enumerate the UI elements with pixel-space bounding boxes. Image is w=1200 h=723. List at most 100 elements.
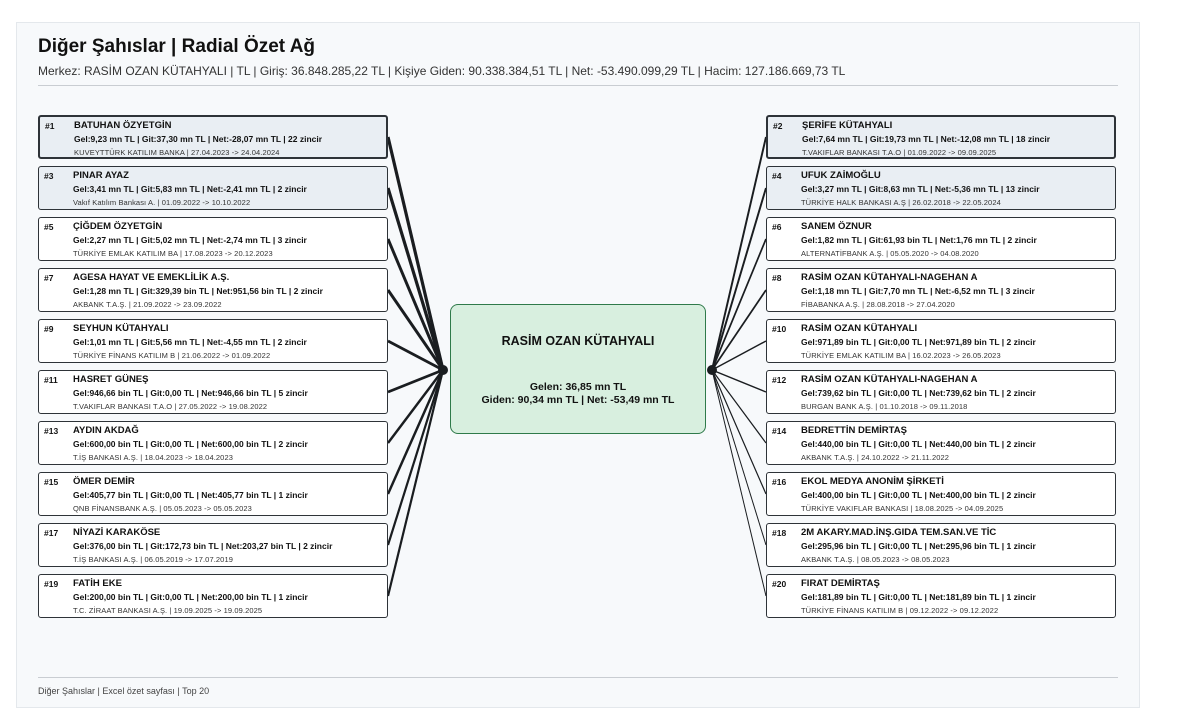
node-rank: #11 — [44, 375, 58, 385]
network-node[interactable]: #19 FATİH EKE Gel:200,00 bin TL | Git:0,… — [38, 574, 388, 618]
node-stats: Gel:295,96 bin TL | Git:0,00 TL | Net:29… — [801, 541, 1036, 551]
node-name: RASİM OZAN KÜTAHYALI-NAGEHAN A — [801, 374, 978, 385]
node-name: UFUK ZAİMOĞLU — [801, 170, 881, 181]
node-rank: #1 — [45, 121, 55, 131]
node-name: BATUHAN ÖZYETGİN — [74, 120, 172, 131]
node-stats: Gel:1,01 mn TL | Git:5,56 mn TL | Net:-4… — [73, 337, 307, 347]
node-rank: #16 — [772, 477, 787, 487]
node-bank: TÜRKİYE FİNANS KATILIM B | 21.06.2022 ->… — [73, 351, 271, 360]
network-node[interactable]: #15 ÖMER DEMİR Gel:405,77 bin TL | Git:0… — [38, 472, 388, 516]
network-node[interactable]: #20 FIRAT DEMİRTAŞ Gel:181,89 bin TL | G… — [766, 574, 1116, 618]
node-name: AGESA HAYAT VE EMEKLİLİK A.Ş. — [73, 272, 230, 283]
node-bank: AKBANK T.A.Ş. | 24.10.2022 -> 21.11.2022 — [801, 453, 950, 462]
node-stats: Gel:440,00 bin TL | Git:0,00 TL | Net:44… — [801, 439, 1036, 449]
node-name: SANEM ÖZNUR — [801, 221, 872, 232]
node-stats: Gel:7,64 mn TL | Git:19,73 mn TL | Net:-… — [802, 134, 1051, 144]
network-node[interactable]: #2 ŞERİFE KÜTAHYALI Gel:7,64 mn TL | Git… — [766, 115, 1116, 159]
network-node[interactable]: #12 RASİM OZAN KÜTAHYALI-NAGEHAN A Gel:7… — [766, 370, 1116, 414]
node-name: 2M AKARY.MAD.İNŞ.GIDA TEM.SAN.VE TİC — [801, 527, 997, 538]
network-node[interactable]: #1 BATUHAN ÖZYETGİN Gel:9,23 mn TL | Git… — [38, 115, 388, 159]
network-node[interactable]: #9 SEYHUN KÜTAHYALI Gel:1,01 mn TL | Git… — [38, 319, 388, 363]
node-name: FATİH EKE — [73, 578, 122, 589]
node-bank: TÜRKİYE EMLAK KATILIM BA | 16.02.2023 ->… — [801, 351, 1001, 360]
node-bank: TÜRKİYE FİNANS KATILIM B | 09.12.2022 ->… — [801, 606, 999, 615]
node-stats: Gel:181,89 bin TL | Git:0,00 TL | Net:18… — [801, 592, 1036, 602]
network-node[interactable]: #16 EKOL MEDYA ANONİM ŞİRKETİ Gel:400,00… — [766, 472, 1116, 516]
node-name: ŞERİFE KÜTAHYALI — [802, 120, 893, 131]
node-name: ÇİĞDEM ÖZYETGİN — [73, 221, 163, 232]
node-bank: TÜRKİYE EMLAK KATILIM BA | 17.08.2023 ->… — [73, 249, 273, 258]
node-rank: #9 — [44, 324, 54, 334]
node-name: PINAR AYAZ — [73, 170, 129, 181]
node-name: FIRAT DEMİRTAŞ — [801, 578, 880, 589]
network-node[interactable]: #8 RASİM OZAN KÜTAHYALI-NAGEHAN A Gel:1,… — [766, 268, 1116, 312]
node-rank: #2 — [773, 121, 783, 131]
node-rank: #19 — [44, 579, 59, 589]
node-stats: Gel:739,62 bin TL | Git:0,00 TL | Net:73… — [801, 388, 1036, 398]
node-bank: T.VAKIFLAR BANKASI T.A.O | 27.05.2022 ->… — [73, 402, 268, 411]
node-bank: AKBANK T.A.Ş. | 08.05.2023 -> 08.05.2023 — [801, 555, 950, 564]
node-name: SEYHUN KÜTAHYALI — [73, 323, 169, 334]
node-name: AYDIN AKDAĞ — [73, 425, 139, 436]
node-bank: AKBANK T.A.Ş. | 21.09.2022 -> 23.09.2022 — [73, 300, 222, 309]
node-name: RASİM OZAN KÜTAHYALI — [801, 323, 918, 334]
node-name: BEDRETTİN DEMİRTAŞ — [801, 425, 907, 436]
node-stats: Gel:2,27 mn TL | Git:5,02 mn TL | Net:-2… — [73, 235, 307, 245]
node-rank: #14 — [772, 426, 787, 436]
node-rank: #17 — [44, 528, 59, 538]
node-stats: Gel:3,41 mn TL | Git:5,83 mn TL | Net:-2… — [73, 184, 307, 194]
node-rank: #3 — [44, 171, 54, 181]
node-bank: QNB FİNANSBANK A.Ş. | 05.05.2023 -> 05.0… — [73, 504, 252, 513]
network-node[interactable]: #5 ÇİĞDEM ÖZYETGİN Gel:2,27 mn TL | Git:… — [38, 217, 388, 261]
node-bank: TÜRKİYE VAKIFLAR BANKASI | 18.08.2025 ->… — [801, 504, 1004, 513]
node-rank: #7 — [44, 273, 54, 283]
header-divider — [38, 85, 1118, 86]
footer-divider — [38, 677, 1118, 678]
node-name: NİYAZİ KARAKÖSE — [73, 527, 161, 538]
node-rank: #8 — [772, 273, 782, 283]
node-rank: #6 — [772, 222, 782, 232]
node-rank: #12 — [772, 375, 787, 385]
network-node[interactable]: #18 2M AKARY.MAD.İNŞ.GIDA TEM.SAN.VE TİC… — [766, 523, 1116, 567]
node-bank: T.İŞ BANKASI A.Ş. | 18.04.2023 -> 18.04.… — [73, 453, 233, 462]
node-stats: Gel:3,27 mn TL | Git:8,63 mn TL | Net:-5… — [801, 184, 1040, 194]
node-stats: Gel:1,28 mn TL | Git:329,39 bin TL | Net… — [73, 286, 323, 296]
node-bank: BURGAN BANK A.Ş. | 01.10.2018 -> 09.11.2… — [801, 402, 968, 411]
network-node[interactable]: #14 BEDRETTİN DEMİRTAŞ Gel:440,00 bin TL… — [766, 421, 1116, 465]
network-node[interactable]: #13 AYDIN AKDAĞ Gel:600,00 bin TL | Git:… — [38, 421, 388, 465]
node-stats: Gel:200,00 bin TL | Git:0,00 TL | Net:20… — [73, 592, 308, 602]
center-node[interactable]: RASİM OZAN KÜTAHYALI Gelen: 36,85 mn TL … — [450, 304, 706, 434]
node-bank: ALTERNATİFBANK A.Ş. | 05.05.2020 -> 04.0… — [801, 249, 979, 258]
network-node[interactable]: #3 PINAR AYAZ Gel:3,41 mn TL | Git:5,83 … — [38, 166, 388, 210]
network-node[interactable]: #11 HASRET GÜNEŞ Gel:946,66 bin TL | Git… — [38, 370, 388, 414]
node-bank: T.C. ZİRAAT BANKASI A.Ş. | 19.09.2025 ->… — [73, 606, 263, 615]
node-stats: Gel:376,00 bin TL | Git:172,73 bin TL | … — [73, 541, 333, 551]
network-node[interactable]: #7 AGESA HAYAT VE EMEKLİLİK A.Ş. Gel:1,2… — [38, 268, 388, 312]
node-stats: Gel:1,18 mn TL | Git:7,70 mn TL | Net:-6… — [801, 286, 1035, 296]
node-stats: Gel:405,77 bin TL | Git:0,00 TL | Net:40… — [73, 490, 308, 500]
network-node[interactable]: #10 RASİM OZAN KÜTAHYALI Gel:971,89 bin … — [766, 319, 1116, 363]
node-bank: T.VAKIFLAR BANKASI T.A.O | 01.09.2022 ->… — [802, 148, 997, 157]
network-node[interactable]: #6 SANEM ÖZNUR Gel:1,82 mn TL | Git:61,9… — [766, 217, 1116, 261]
node-name: ÖMER DEMİR — [73, 476, 135, 487]
footer-text: Diğer Şahıslar | Excel özet sayfası | To… — [38, 686, 210, 696]
center-node-incoming: Gelen: 36,85 mn TL — [529, 381, 627, 393]
node-bank: T.İŞ BANKASI A.Ş. | 06.05.2019 -> 17.07.… — [73, 555, 233, 564]
node-rank: #15 — [44, 477, 59, 487]
node-bank: Vakıf Katılım Bankası A. | 01.09.2022 ->… — [73, 198, 251, 207]
node-rank: #4 — [772, 171, 782, 181]
node-bank: TÜRKİYE HALK BANKASI A.Ş | 26.02.2018 ->… — [801, 198, 1001, 207]
node-stats: Gel:1,82 mn TL | Git:61,93 bin TL | Net:… — [801, 235, 1037, 245]
node-stats: Gel:400,00 bin TL | Git:0,00 TL | Net:40… — [801, 490, 1036, 500]
node-stats: Gel:946,66 bin TL | Git:0,00 TL | Net:94… — [73, 388, 308, 398]
center-node-name: RASİM OZAN KÜTAHYALI — [501, 334, 655, 348]
node-stats: Gel:600,00 bin TL | Git:0,00 TL | Net:60… — [73, 439, 308, 449]
node-name: RASİM OZAN KÜTAHYALI-NAGEHAN A — [801, 272, 978, 283]
node-stats: Gel:9,23 mn TL | Git:37,30 mn TL | Net:-… — [74, 134, 323, 144]
network-node[interactable]: #17 NİYAZİ KARAKÖSE Gel:376,00 bin TL | … — [38, 523, 388, 567]
network-node[interactable]: #4 UFUK ZAİMOĞLU Gel:3,27 mn TL | Git:8,… — [766, 166, 1116, 210]
summary-line: Merkez: RASİM OZAN KÜTAHYALI | TL | Giri… — [38, 64, 846, 78]
node-rank: #10 — [772, 324, 787, 334]
node-rank: #5 — [44, 222, 54, 232]
node-rank: #13 — [44, 426, 59, 436]
